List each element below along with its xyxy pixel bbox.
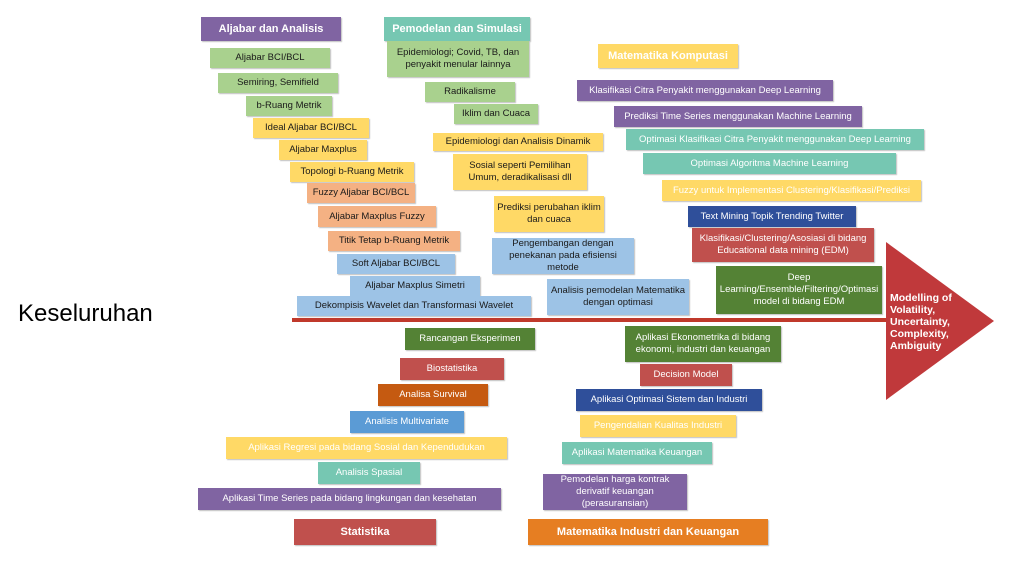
aljabar-item-9: Titik Tetap b-Ruang Metrik [328,231,460,251]
fishbone-head-label: Modelling of Volatility, Uncertainty, Co… [890,292,952,352]
aljabar-item-1: Aljabar BCI/BCL [210,48,330,68]
statistika-item-7: Aplikasi Time Series pada bidang lingkun… [198,488,501,510]
industri-item-1: Aplikasi Ekonometrika di bidang ekonomi,… [625,326,781,362]
statistika-item-6: Analisis Spasial [318,462,420,484]
statistika-item-3: Analisa Survival [378,384,488,406]
aljabar-item-4: Ideal Aljabar BCI/BCL [253,118,369,138]
komputasi-item-4: Optimasi Algoritma Machine Learning [643,153,896,174]
statistika-item-5: Aplikasi Regresi pada bidang Sosial dan … [226,437,507,459]
komputasi-item-1: Klasifikasi Citra Penyakit menggunakan D… [577,80,833,101]
pemodelan-item-5: Sosial seperti Pemilihan Umum, deradikal… [453,154,587,190]
industri-item-2: Decision Model [640,364,732,386]
category-pemodelan-dan-simulasi: Pemodelan dan Simulasi [384,17,530,41]
pemodelan-item-4: Epidemiologi dan Analisis Dinamik [433,133,603,151]
komputasi-item-3: Optimasi Klasifikasi Citra Penyakit meng… [626,129,924,150]
aljabar-item-8: Aljabar Maxplus Fuzzy [318,206,436,227]
aljabar-item-6: Topologi b-Ruang Metrik [290,162,414,182]
statistika-item-2: Biostatistika [400,358,504,380]
category-matematika-industri-dan-keuangan: Matematika Industri dan Keuangan [528,519,768,545]
fishbone-head-arrow [886,242,994,400]
industri-item-5: Aplikasi Matematika Keuangan [562,442,712,464]
statistika-item-1: Rancangan Eksperimen [405,328,535,350]
komputasi-item-5: Fuzzy untuk Implementasi Clustering/Klas… [662,180,921,201]
komputasi-item-6: Text Mining Topik Trending Twitter [688,206,856,227]
aljabar-item-7: Fuzzy Aljabar BCI/BCL [307,183,415,203]
pemodelan-item-1: Epidemiologi; Covid, TB, dan penyakit me… [387,41,529,77]
pemodelan-item-8: Analisis pemodelan Matematika dengan opt… [547,279,689,315]
aljabar-item-3: b-Ruang Metrik [246,96,332,116]
industri-item-6: Pemodelan harga kontrak derivatif keuang… [543,474,687,510]
category-aljabar-dan-analisis: Aljabar dan Analisis [201,17,341,41]
komputasi-item-8: Deep Learning/Ensemble/Filtering/Optimas… [716,266,882,314]
category-matematika-komputasi: Matematika Komputasi [598,44,738,68]
aljabar-item-10: Soft Aljabar BCI/BCL [337,254,455,274]
category-statistika: Statistika [294,519,436,545]
komputasi-item-7: Klasifikasi/Clustering/Asosiasi di bidan… [692,228,874,262]
pemodelan-item-2: Radikalisme [425,82,515,102]
industri-item-4: Pengendalian Kualitas Industri [580,415,736,437]
komputasi-item-2: Prediksi Time Series menggunakan Machine… [614,106,862,127]
pemodelan-item-3: Iklim dan Cuaca [454,104,538,124]
statistika-item-4: Analisis Multivariate [350,411,464,433]
pemodelan-item-6: Prediksi perubahan iklim dan cuaca [494,196,604,232]
aljabar-item-11: Aljabar Maxplus Simetri [350,276,480,296]
industri-item-3: Aplikasi Optimasi Sistem dan Industri [576,389,762,411]
aljabar-item-12: Dekompisis Wavelet dan Transformasi Wave… [297,296,531,316]
pemodelan-item-7: Pengembangan dengan penekanan pada efisi… [492,238,634,274]
aljabar-item-5: Aljabar Maxplus [279,140,367,160]
fishbone-spine [292,318,888,322]
side-label: Keseluruhan [18,300,153,327]
aljabar-item-2: Semiring, Semifield [218,73,338,93]
